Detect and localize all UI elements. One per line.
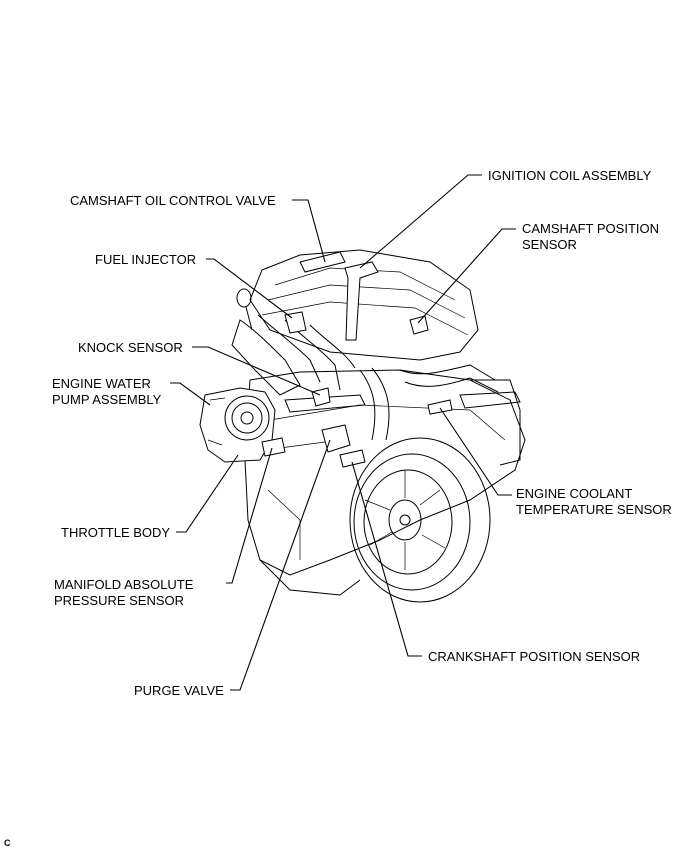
engine-illustration bbox=[199, 249, 526, 603]
label-purge-valve: PURGE VALVE bbox=[134, 683, 224, 698]
label-crankshaft-position-sensor: CRANKSHAFT POSITION SENSOR bbox=[428, 649, 640, 664]
leader-throttle-body bbox=[176, 454, 239, 533]
label-knock-sensor: KNOCK SENSOR bbox=[78, 340, 183, 355]
leader-camshaft-oil-control-valve bbox=[292, 199, 326, 263]
label-engine-coolant-temp-line1: ENGINE COOLANT bbox=[516, 486, 632, 501]
leader-camshaft-position-sensor bbox=[417, 228, 516, 324]
label-ignition-coil-assembly: IGNITION COIL ASSEMBLY bbox=[488, 168, 652, 183]
leader-knock-sensor bbox=[192, 346, 321, 396]
component-labels: CAMSHAFT OIL CONTROL VALVE IGNITION COIL… bbox=[52, 168, 672, 698]
leader-crankshaft-position-sensor bbox=[351, 461, 422, 657]
figure-code: C bbox=[4, 838, 11, 848]
label-throttle-body: THROTTLE BODY bbox=[61, 525, 170, 540]
label-camshaft-position-sensor-line1: CAMSHAFT POSITION bbox=[522, 221, 659, 236]
leader-ignition-coil bbox=[359, 174, 482, 269]
label-map-sensor-line1: MANIFOLD ABSOLUTE bbox=[54, 577, 194, 592]
leader-engine-water-pump bbox=[170, 382, 211, 406]
leader-purge-valve bbox=[230, 439, 331, 691]
leader-fuel-injector bbox=[206, 258, 293, 319]
label-engine-water-pump-line1: ENGINE WATER bbox=[52, 376, 151, 391]
leader-map-sensor bbox=[226, 447, 273, 584]
leader-lines bbox=[170, 174, 516, 691]
label-engine-coolant-temp-line2: TEMPERATURE SENSOR bbox=[516, 502, 672, 517]
label-camshaft-position-sensor-line2: SENSOR bbox=[522, 237, 577, 252]
leader-engine-coolant-temp bbox=[439, 407, 512, 496]
label-engine-water-pump-line2: PUMP ASSEMBLY bbox=[52, 392, 162, 407]
label-map-sensor-line2: PRESSURE SENSOR bbox=[54, 593, 184, 608]
label-camshaft-oil-control-valve: CAMSHAFT OIL CONTROL VALVE bbox=[70, 193, 276, 208]
label-fuel-injector: FUEL INJECTOR bbox=[95, 252, 196, 267]
